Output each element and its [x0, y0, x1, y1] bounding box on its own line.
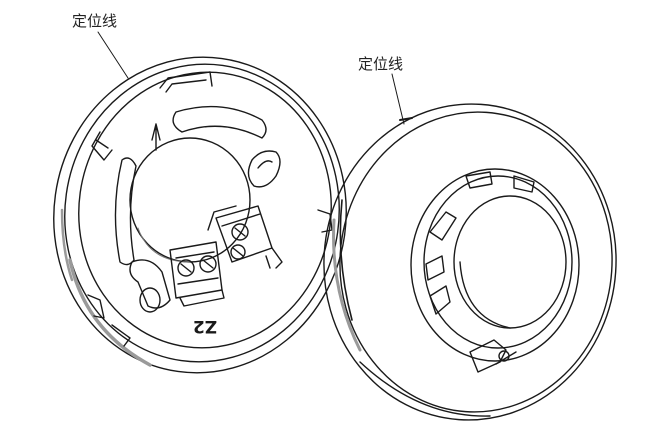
callout-label-head-positioning-line: 定位线 — [358, 55, 404, 73]
callout-label-base-positioning-line: 定位线 — [72, 12, 118, 30]
detector-head — [323, 73, 617, 421]
base-marking-z2: Z2 — [193, 316, 217, 336]
mounting-base — [53, 31, 347, 374]
